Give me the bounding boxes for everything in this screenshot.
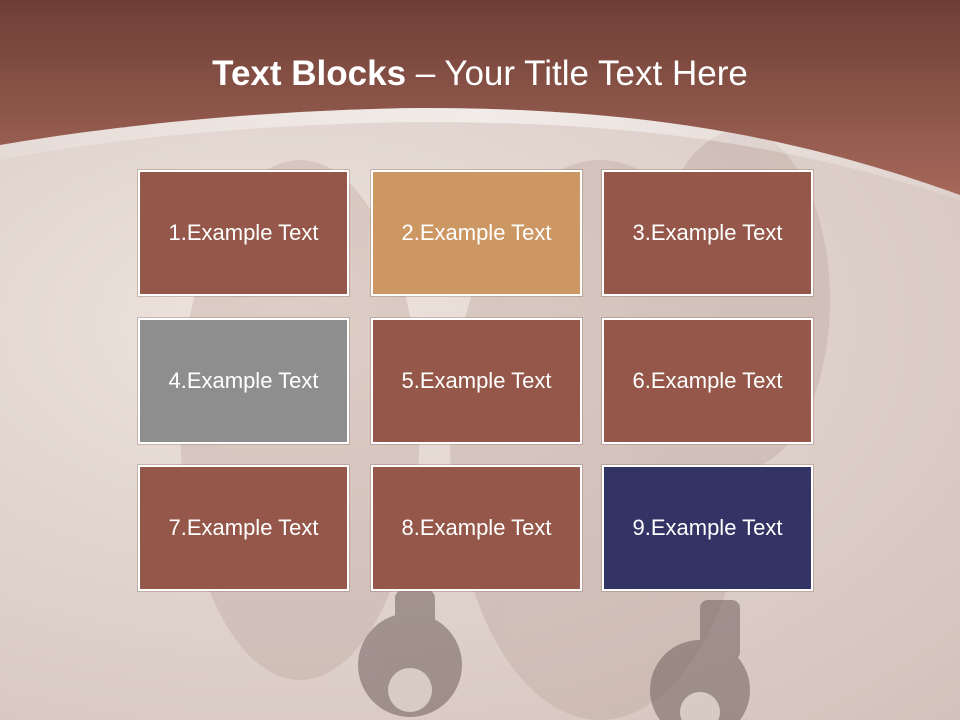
- text-block-1[interactable]: 1.Example Text: [138, 170, 349, 296]
- title-regular: Your Title Text Here: [444, 54, 748, 93]
- slide-title: Text Blocks – Your Title Text Here: [0, 54, 960, 94]
- title-separator: –: [406, 54, 445, 93]
- text-block-label: 6.Example Text: [632, 368, 783, 393]
- text-block-label: 3.Example Text: [632, 220, 783, 245]
- text-block-6[interactable]: 6.Example Text: [602, 318, 813, 444]
- text-block-8[interactable]: 8.Example Text: [371, 465, 582, 591]
- text-block-label: 8.Example Text: [401, 515, 552, 540]
- text-block-3[interactable]: 3.Example Text: [602, 170, 813, 296]
- text-block-5[interactable]: 5.Example Text: [371, 318, 582, 444]
- text-block-label: 9.Example Text: [632, 515, 783, 540]
- header-band: [0, 0, 960, 200]
- text-block-4[interactable]: 4.Example Text: [138, 318, 349, 444]
- text-block-2[interactable]: 2.Example Text: [371, 170, 582, 296]
- text-block-7[interactable]: 7.Example Text: [138, 465, 349, 591]
- text-block-label: 7.Example Text: [168, 515, 319, 540]
- text-block-label: 5.Example Text: [401, 368, 552, 393]
- title-bold: Text Blocks: [212, 54, 407, 93]
- text-block-grid: 1.Example Text 2.Example Text 3.Example …: [138, 170, 816, 594]
- text-block-label: 2.Example Text: [401, 220, 552, 245]
- text-block-9[interactable]: 9.Example Text: [602, 465, 813, 591]
- text-block-label: 4.Example Text: [168, 368, 319, 393]
- text-block-label: 1.Example Text: [168, 220, 319, 245]
